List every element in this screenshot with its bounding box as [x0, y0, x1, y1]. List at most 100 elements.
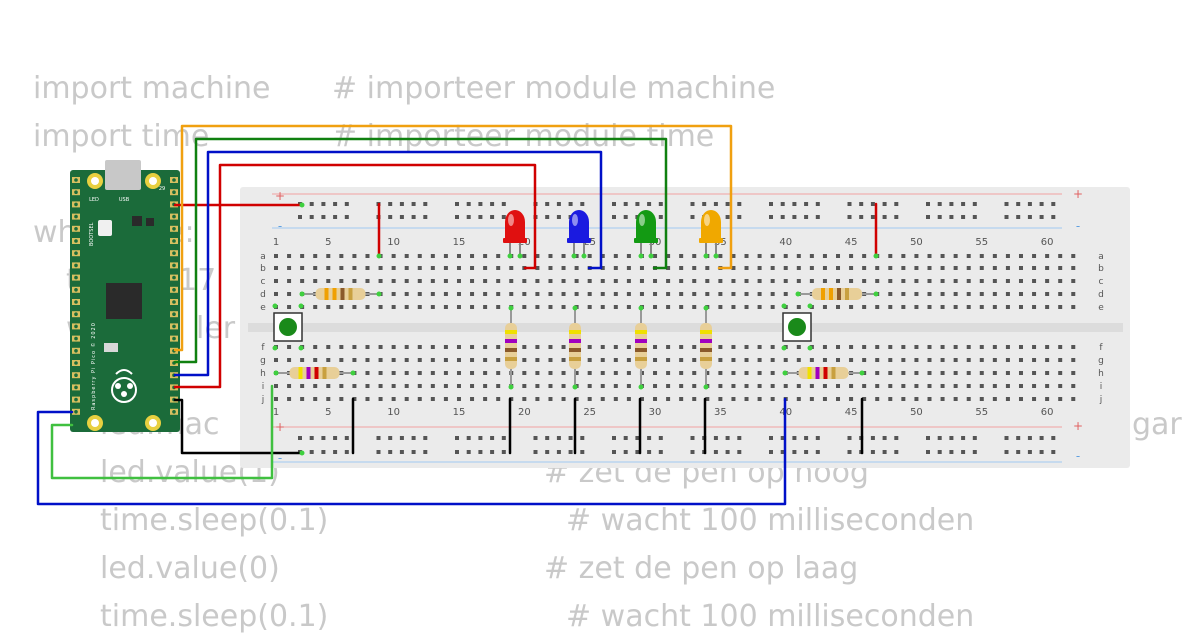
terminal-hole	[809, 279, 814, 283]
terminal-hole	[522, 254, 527, 258]
rail-hole	[623, 436, 628, 440]
terminal-hole	[953, 254, 958, 258]
terminal-hole	[313, 345, 318, 349]
terminal-hole	[417, 266, 422, 270]
terminal-hole	[1018, 305, 1023, 309]
rail-hole	[972, 436, 977, 440]
terminal-hole	[692, 254, 697, 258]
terminal-hole	[535, 305, 540, 309]
terminal-hole	[483, 397, 488, 401]
terminal-hole	[352, 254, 357, 258]
resistor	[635, 305, 647, 390]
terminal-hole	[313, 358, 318, 362]
connection-point	[272, 303, 278, 309]
terminal-hole	[626, 358, 631, 362]
terminal-hole	[744, 397, 749, 401]
terminal-hole	[470, 397, 475, 401]
terminal-hole	[574, 371, 579, 375]
terminal-hole	[378, 279, 383, 283]
terminal-hole	[809, 358, 814, 362]
terminal-hole	[587, 371, 592, 375]
terminal-hole	[822, 305, 827, 309]
terminal-hole	[587, 279, 592, 283]
row-letter: c	[1099, 277, 1104, 287]
rail-hole	[725, 215, 730, 219]
terminal-hole	[287, 266, 292, 270]
terminal-hole	[966, 266, 971, 270]
terminal-hole	[927, 305, 932, 309]
row-letter: a	[260, 252, 266, 262]
terminal-hole	[953, 266, 958, 270]
rail-hole	[847, 202, 852, 206]
center-channel	[248, 323, 1123, 332]
terminal-hole	[470, 292, 475, 296]
terminal-hole	[1058, 371, 1063, 375]
terminal-hole	[561, 266, 566, 270]
rail-hole	[737, 450, 742, 454]
rail-hole	[490, 215, 495, 219]
pin-hole	[172, 227, 176, 231]
terminal-hole	[1058, 279, 1063, 283]
rail-hole	[647, 450, 652, 454]
terminal-hole	[430, 266, 435, 270]
terminal-hole	[300, 279, 305, 283]
rail-hole	[690, 450, 695, 454]
connection-point	[782, 370, 788, 376]
rail-hole	[961, 450, 966, 454]
column-number: 45	[845, 237, 858, 248]
terminal-hole	[1045, 292, 1050, 296]
terminal-hole	[705, 279, 710, 283]
resistor	[299, 288, 382, 300]
terminal-hole	[849, 305, 854, 309]
terminal-hole	[953, 345, 958, 349]
terminal-hole	[417, 292, 422, 296]
raspberry-seed	[115, 383, 121, 389]
terminal-hole	[718, 279, 723, 283]
terminal-hole	[522, 279, 527, 283]
rail-hole	[309, 202, 314, 206]
terminal-hole	[535, 266, 540, 270]
rail-hole	[792, 450, 797, 454]
terminal-hole	[914, 371, 919, 375]
terminal-hole	[757, 292, 762, 296]
terminal-hole	[326, 279, 331, 283]
led-rim	[699, 238, 723, 243]
terminal-hole	[626, 384, 631, 388]
rail-hole	[1016, 202, 1021, 206]
resistor-band	[340, 288, 345, 300]
terminal-hole	[783, 384, 788, 388]
terminal-hole	[522, 345, 527, 349]
terminal-hole	[757, 254, 762, 258]
terminal-hole	[692, 371, 697, 375]
wire	[173, 163, 537, 389]
terminal-hole	[836, 345, 841, 349]
terminal-hole	[613, 371, 618, 375]
terminal-hole	[456, 371, 461, 375]
terminal-hole	[744, 266, 749, 270]
terminal-hole	[940, 292, 945, 296]
terminal-hole	[888, 384, 893, 388]
terminal-hole	[613, 397, 618, 401]
terminal-hole	[339, 266, 344, 270]
terminal-hole	[744, 384, 749, 388]
terminal-hole	[653, 292, 658, 296]
terminal-hole	[404, 254, 409, 258]
terminal-hole	[574, 279, 579, 283]
terminal-hole	[313, 279, 318, 283]
pin-hole	[74, 410, 78, 414]
terminal-hole	[1032, 358, 1037, 362]
terminal-hole	[626, 305, 631, 309]
led-highlight	[639, 214, 645, 226]
terminal-hole	[927, 292, 932, 296]
resistor-band	[635, 330, 647, 334]
terminal-hole	[731, 358, 736, 362]
row-letter: h	[1098, 369, 1104, 379]
push-button	[272, 303, 304, 351]
rail-hole	[926, 215, 930, 219]
bootsel-button	[98, 220, 112, 236]
rail-hole	[333, 450, 338, 454]
rail-hole	[713, 202, 718, 206]
terminal-hole	[666, 305, 671, 309]
rail-hole	[894, 202, 899, 206]
rail-hole	[556, 202, 561, 206]
